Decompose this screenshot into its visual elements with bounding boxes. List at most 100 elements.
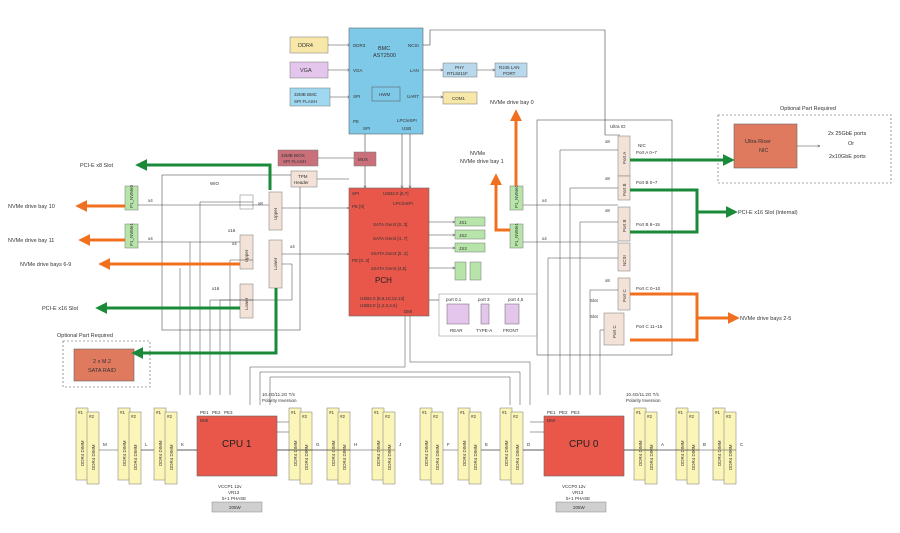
cpu1-dimm-G-slot2 [299, 411, 313, 485]
cpu1-dimm-H-slot2-label: DDR4 DIMM [342, 444, 347, 470]
wio-x4-3: x4 [290, 244, 295, 249]
cpu1-dimm-G-slot2-num: #2 [302, 414, 308, 419]
uio-port-c-range-2: Port C 11~15 [636, 324, 663, 329]
cpu1-vrm-1: VCCP1 12v [218, 484, 242, 489]
cpu0-dimm-C-slot2-num: #2 [726, 414, 732, 419]
usb-region [438, 293, 538, 337]
bmc-chip [348, 27, 424, 135]
cpu1-dimm-L-slot2 [128, 411, 142, 485]
cpu0-dimm-F-slot2-num: #2 [433, 414, 439, 419]
cpu0-dimm-D-slot2 [510, 411, 524, 485]
hwm-label: HWM [379, 92, 390, 97]
wio-title: WIO [210, 181, 219, 186]
wio-lower-2: Lower [244, 297, 249, 310]
cpu0-channel-F: F [447, 442, 450, 447]
cpu1-title: CPU 1 [222, 439, 252, 450]
cpu0-dimm-E-slot2-label: DDR4 DIMM [473, 444, 478, 470]
wio-region [161, 174, 301, 331]
wio-nvme0-label: P1_NVMe0 [129, 184, 134, 208]
sata-header-2-label: JS2 [459, 233, 467, 238]
nic-ports-line3: 2x10GbE ports [829, 154, 866, 160]
cpu0-vrm-1: VCCP0 12v [562, 484, 586, 489]
cpu1-dimm-H-slot1-num: #1 [329, 410, 335, 415]
wio-lower-1: Lower [273, 257, 278, 270]
bmc-pin-spi-bottom: SPI [363, 126, 370, 131]
wio-x16-1: x16 [228, 228, 236, 233]
cpu1-channel-J: J [399, 442, 401, 447]
uio-port-b-range-2: Port B 8~15 [636, 222, 660, 227]
m2-raid-box [73, 348, 135, 382]
wio-nvme1 [124, 223, 139, 249]
cpu0-vrm-4: 205W [573, 505, 586, 510]
wio-upper-2: Upper [244, 249, 249, 262]
uio-x8-2: x8 [605, 176, 610, 181]
cpu0-dimm-F-slot2 [430, 411, 444, 485]
spi-flash-label-1: 32MB BMC [294, 92, 318, 97]
cpu1-pin-pe2: PE2 [212, 410, 221, 415]
cpu0-dimm-A-slot2 [644, 411, 658, 485]
uio-slot-2: Slot [590, 314, 599, 319]
bmc-title-2: AST2500 [373, 53, 396, 59]
cpu1-pin-dmi: DMI [200, 418, 208, 423]
bmc-pin-pe: PE [353, 119, 359, 124]
uio-slot-1: Slot [590, 298, 599, 303]
cpu1-dimm-H-slot2-num: #2 [340, 414, 346, 419]
wio-slot-upper-2 [239, 234, 254, 270]
pch-pin-usb2: USB2.0 [8,9,10,12,13] [360, 296, 404, 301]
bmc-pin-ncsi: NCSI [408, 43, 419, 48]
ultra-io-title: Ultra IO [610, 124, 626, 129]
vga-label: VGA [300, 68, 312, 74]
cpu1-channel-H: H [354, 442, 357, 447]
cpu0-dimm-A-slot2-num: #2 [647, 414, 653, 419]
pch-pin-spi: SPI [352, 191, 359, 196]
cpu1-channel-K: K [181, 442, 184, 447]
tpm-label-2: Header [294, 180, 309, 185]
uio-port-b1-label: Port B [622, 183, 627, 196]
cpu1-dimm-K-slot1-num: #1 [156, 410, 162, 415]
green-link-m2 [131, 288, 278, 359]
cpu1-dimm-K-slot1-label: DDR4 DIMM [158, 440, 163, 466]
cpu1-dimm-H-slot1-label: DDR4 DIMM [331, 440, 336, 466]
sata-header-1-label: JS1 [459, 220, 467, 225]
wio-upper-1: Upper [273, 207, 278, 220]
uio-port-c-range-1: Port C 0~10 [636, 286, 661, 291]
cpu0-pin-dmi: DMI [547, 418, 555, 423]
cpu0-pin-pe2: PE2 [559, 410, 568, 415]
wio-nvme1-label: P1_NVMe1 [129, 222, 134, 246]
pch-pin-dmi: DMI [404, 309, 412, 314]
ultra-riser-line2: NIC [759, 148, 769, 154]
rj45-label-2: PORT [503, 71, 516, 76]
uio-x8-3: x8 [605, 208, 610, 213]
tpm-label-1: TPM [298, 174, 308, 179]
optional-m2-region [62, 340, 151, 388]
cpu1-dimm-J-slot2-num: #2 [385, 414, 391, 419]
cpu1-channel-G: G [316, 442, 320, 447]
uio-nic: NIC [638, 143, 647, 148]
cpu0-chip [543, 415, 625, 477]
cpu1-dimm-J-slot1-num: #1 [374, 410, 380, 415]
bmc-pin-usb: USB [402, 126, 411, 131]
sata-headers: JS1 JS2 JS3 [454, 216, 486, 281]
cpu0-pin-pe3: PE3 [571, 410, 580, 415]
uio-x8-1: x8 [605, 139, 610, 144]
usb-front-icon [504, 303, 520, 325]
usb-port45: port 4,5 [508, 297, 524, 302]
pch-pin-sata03: SATA Gen3 [0..3] [373, 222, 407, 227]
cpu0-vrm-2: VR13 [572, 490, 584, 495]
pch-pin-sata47: SATA Gen3 [4..7] [373, 236, 407, 241]
pch-chip [348, 187, 430, 317]
cpu0-dimm-B-slot2-label: DDR4 DIMM [691, 444, 696, 470]
cpu0-dimm-B-slot2 [686, 411, 700, 485]
cpu0-dimm-F-slot2-label: DDR4 DIMM [435, 444, 440, 470]
cpu0-title: CPU 0 [569, 439, 599, 450]
cpu0-dimm-A-slot1-num: #1 [636, 410, 642, 415]
cpu0-dimm-A-slot1-label: DDR4 DIMM [638, 440, 643, 466]
pch-pin-pe0: PE [0] [352, 204, 364, 209]
ultra-riser-line1: Ultra Riser [745, 139, 771, 145]
cpu1-dimm-L-slot1-num: #1 [120, 410, 126, 415]
wio-slot-lower-2 [239, 283, 254, 319]
pch-pin-ssata03: sSATA Gen3 [0..3] [371, 251, 408, 256]
cpu1-dimm-J-slot2-label: DDR4 DIMM [387, 444, 392, 470]
optional-part-label-nic: Optional Part Required [780, 106, 836, 112]
